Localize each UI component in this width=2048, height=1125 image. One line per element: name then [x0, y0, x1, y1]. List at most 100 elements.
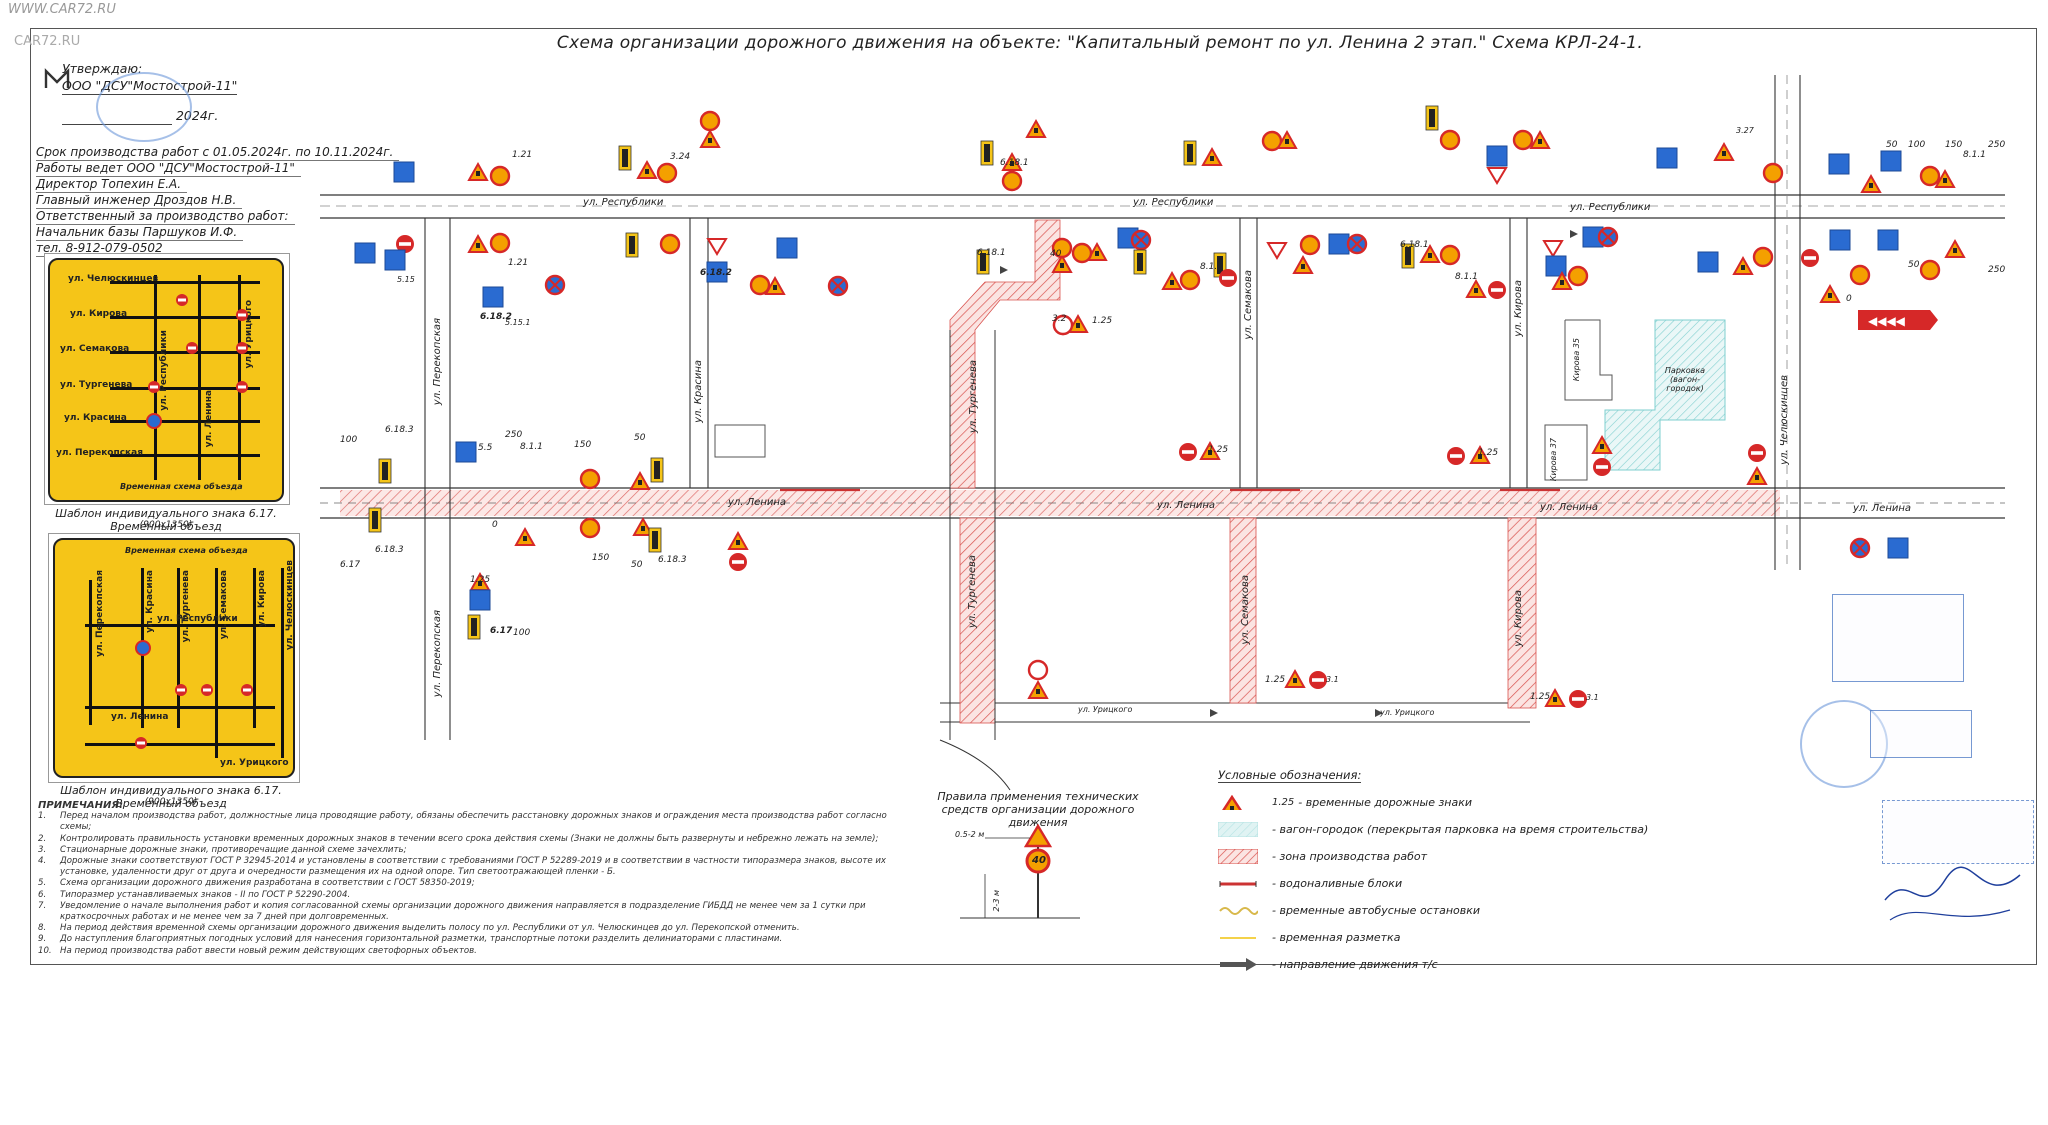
svg-text:◀◀◀◀: ◀◀◀◀: [1868, 314, 1906, 328]
rules-dim2: 2-3 м: [992, 890, 1001, 912]
legend-text-1: - временные дорожные знаки: [1298, 796, 1473, 809]
meta-chief-engineer: Главный инженер Дроздов Н.В.: [36, 193, 243, 209]
code-811-c: 8.1.1: [1455, 272, 1478, 282]
t1-street-2: ул. Кирова: [70, 309, 128, 319]
code-150-b: 150: [574, 440, 592, 450]
notes-block: ПРИМЕЧАНИЯ: 1.Перед началом производства…: [38, 800, 918, 957]
legend-text-6: - временная разметка: [1272, 931, 1401, 944]
t1-street-6: ул. Перекопская: [56, 448, 143, 458]
t1-street-5: ул. Красина: [64, 413, 127, 423]
workzone-swatch-icon: [1218, 849, 1258, 864]
code-618-c: 6.18.1: [1400, 240, 1429, 250]
code-50-a: 50: [1886, 140, 1898, 150]
code-55: 5.5: [478, 443, 493, 453]
watermark: WWW.CAR72.RU: [8, 2, 116, 17]
t2-street-3: ул. Урицкого: [220, 758, 289, 768]
meta-period: Срок производства работ с 01.05.2024г. п…: [36, 145, 400, 161]
parking-swatch-icon: [1218, 822, 1258, 837]
rules-block: Правила применения технических средств о…: [918, 790, 1158, 829]
label-lenina-3: ул. Ленина: [1540, 502, 1599, 513]
sign-group-lenina: [368, 436, 1612, 640]
code-121-b: 1.21: [508, 258, 529, 268]
code-125-b: 1.25: [1208, 445, 1229, 455]
legend-key-1: 1.25: [1272, 797, 1295, 808]
code-811-a: 8.1.1: [520, 442, 543, 452]
street-lenina-road: [320, 487, 2005, 519]
watermark-logo: CAR72.RU: [14, 34, 81, 49]
code-50-d: 50: [634, 433, 646, 443]
code-40-a: 40: [1050, 249, 1062, 259]
label-uritskogo-1: ул. Урицкого: [1078, 705, 1133, 714]
meta-responsible-name: Начальник базы Паршуков И.Ф.: [36, 225, 244, 241]
sign-group-right-edge: ◀◀◀◀: [1858, 310, 1938, 330]
code-121-a: 1.21: [512, 150, 533, 160]
building-krasina: [714, 424, 766, 458]
legend-text-4: - водоналивные блоки: [1272, 877, 1403, 890]
legend-item-bus-stops: - временные автобусные остановки: [1218, 897, 1648, 924]
code-125-e: 1.25: [1530, 692, 1551, 702]
label-uritskogo-2: ул. Урицкого: [1380, 708, 1435, 717]
code-6182-a: 6.18.2: [480, 312, 512, 322]
t1-caption: Шаблон индивидуального знака 6.17. Време…: [55, 507, 277, 533]
legend-title: Условные обозначения:: [1218, 768, 1362, 783]
t2-street-2: ул. Ленина: [111, 712, 169, 722]
code-811-b: 8.1.1: [1200, 262, 1223, 272]
code-0-a: 0: [492, 520, 498, 530]
code-125-d: 1.25: [1265, 675, 1286, 685]
code-6183-c: 6.18.3: [658, 555, 687, 565]
project-meta: Срок производства работ с 01.05.2024г. п…: [36, 145, 400, 257]
rules-speed: 40: [1032, 855, 1046, 866]
rules-title: Правила применения технических средств о…: [937, 790, 1139, 829]
code-6183-b: 6.18.3: [375, 545, 404, 555]
code-327-a: 3.27: [1736, 126, 1754, 135]
t2-size: (900х1350): [144, 797, 198, 807]
code-617-a: 6.17: [490, 626, 513, 636]
street-semakova-road: [1229, 218, 1258, 704]
legend-text-7: - направление движения т/с: [1272, 958, 1438, 971]
note-8: На период действия временной схемы орган…: [60, 923, 800, 934]
code-617-b: 6.17: [340, 560, 361, 570]
code-125-c: 1.25: [1478, 448, 1499, 458]
sign-group-respubliki-kirova: [1425, 105, 1619, 299]
approval-stamp-icon: [96, 72, 192, 142]
code-618-b: 6.18.1: [977, 248, 1006, 258]
sign-group-chelyuskincev: [1656, 143, 1965, 559]
signature-icon: [1884, 866, 2021, 921]
meta-contractor: Работы ведет ООО "ДСУ"Мостострой-11": [36, 161, 301, 177]
street-chelyuskincev-road: [1774, 75, 1801, 570]
t1-street-1: ул. Челюскинцев: [68, 274, 159, 284]
barrier-swatch-icon: [1219, 881, 1257, 887]
code-811-d: 8.1.1: [1963, 150, 1986, 160]
notes-title: ПРИМЕЧАНИЯ:: [38, 800, 124, 811]
code-6183-a: 6.18.3: [385, 425, 414, 435]
code-31-a: 3.1: [1326, 675, 1339, 684]
code-250-a: 250: [1988, 140, 2006, 150]
street-kirova-road: [1507, 218, 1537, 709]
bus-stop-swatch-icon: [1219, 907, 1258, 915]
scheme-title: Схема организации дорожного движения на …: [556, 33, 1644, 53]
t2-street-1: ул. Республики: [157, 614, 238, 624]
approval-stamp-3-icon: [1870, 710, 1972, 758]
code-125-f: 1.25: [470, 575, 491, 585]
sign-group-respubliki-perekopskaya: [354, 161, 566, 463]
sign-group-respubliki-turgeneva: [976, 120, 1201, 336]
label-lenina-2: ул. Ленина: [1157, 500, 1216, 511]
code-0-b: 0: [1846, 294, 1852, 304]
parking-area: [1604, 319, 1726, 471]
code-125-a: 1.25: [1092, 316, 1113, 326]
street-respubliki-road: [320, 194, 2005, 219]
temp-sign-icon: [1222, 795, 1242, 810]
code-515-a: 5.15: [397, 275, 415, 284]
note-9: До наступления благоприятных погодных ус…: [60, 934, 783, 945]
marking-swatch-icon: [1220, 937, 1256, 939]
code-31-b: 3.1: [1586, 693, 1599, 702]
legend-item-workzone: - зона производства работ: [1218, 843, 1648, 870]
code-150-c: 150: [592, 553, 610, 563]
legend-item-direction: - направление движения т/с: [1218, 951, 1648, 978]
t2-caption: Шаблон индивидуального знака 6.17. Време…: [60, 784, 282, 810]
t1-street-4: ул. Тургенева: [60, 380, 133, 390]
code-6182-b: 6.18.2: [700, 268, 732, 278]
code-250-c: 250: [505, 430, 523, 440]
detour-template-1: ул. Челюскинцев ул. Кирова ул. Семакова …: [48, 258, 284, 502]
